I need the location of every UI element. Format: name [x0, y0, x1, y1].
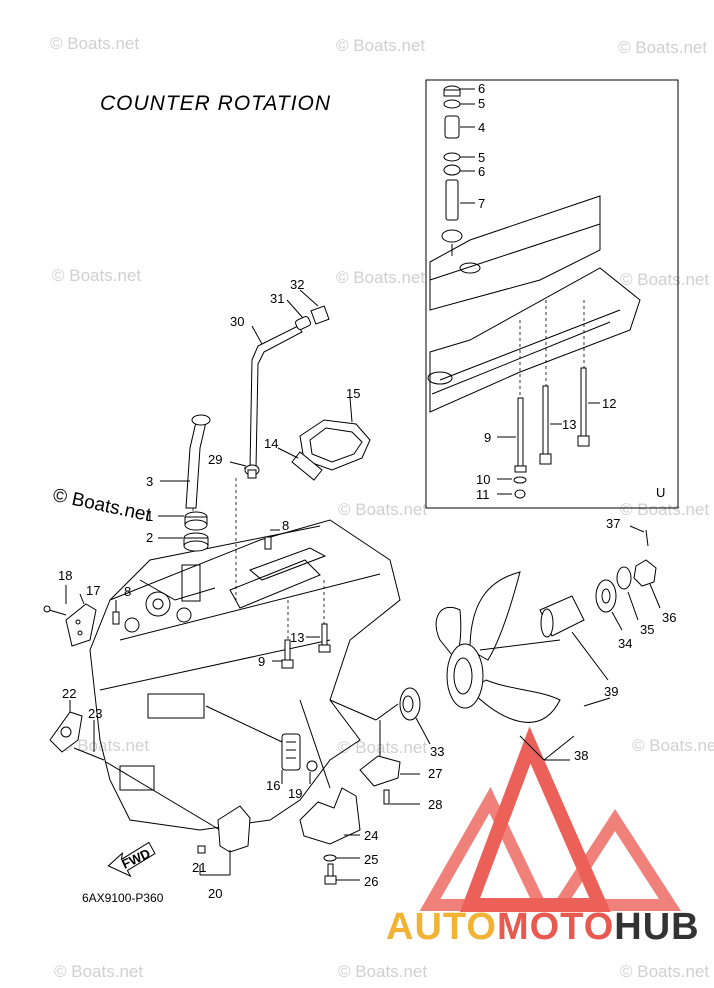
callout-35: 35: [640, 622, 654, 637]
callout-13: 13: [562, 417, 576, 432]
callout-24: 24: [364, 828, 378, 843]
brand-part-hub: HUB: [614, 906, 700, 948]
callout-2: 2: [146, 530, 153, 545]
watermark: © Boats.net: [52, 266, 142, 285]
callout-29: 29: [208, 452, 222, 467]
inset-cap-part: [441, 85, 463, 256]
propeller-part: [435, 571, 561, 723]
spacer-part: [539, 529, 657, 638]
anode-block-part: [281, 733, 318, 772]
callout-34: 34: [618, 636, 632, 651]
callout-3: 3: [146, 474, 153, 489]
callout-28: 28: [428, 797, 442, 812]
watermark: © Boats.net: [620, 500, 710, 519]
watermark: © Boats.net: [50, 34, 140, 53]
clamp-part: [244, 464, 260, 479]
brand-part-moto: MOTO: [496, 906, 615, 948]
gear-case: [89, 519, 401, 831]
callout-36: 36: [662, 610, 676, 625]
callout-12: 12: [602, 396, 616, 411]
callout-11: 11: [476, 487, 490, 502]
callout-9: 9: [258, 654, 265, 669]
inset-frame: [425, 79, 679, 509]
callout-25: 25: [364, 852, 378, 867]
page-title: COUNTER ROTATION: [100, 92, 332, 115]
bolt-part: [281, 580, 331, 669]
brand-part-auto: AUTO: [386, 906, 497, 948]
callout-17: 17: [86, 583, 100, 598]
anode-part: [43, 603, 97, 647]
watermark: © Boats.net: [60, 736, 150, 755]
callout-20: 20: [208, 886, 222, 901]
watermark: © Boats.net: [618, 38, 708, 57]
callout-6: 6: [478, 164, 485, 179]
callout-38: 38: [574, 748, 588, 763]
callout-30: 30: [230, 314, 244, 329]
callout-31: 31: [270, 291, 284, 306]
watermark: © Boats.net: [336, 36, 426, 55]
inset-upper-casing: [427, 195, 641, 413]
callout-15: 15: [346, 386, 360, 401]
callout-18: 18: [58, 568, 72, 583]
thrust-washer-part: [399, 687, 421, 721]
watermark: © Boats.net: [338, 738, 428, 757]
grommet-part: [183, 511, 209, 552]
watermark: © Boats.net: [620, 962, 710, 981]
callout-14: 14: [264, 436, 278, 451]
callout-32: 32: [290, 277, 304, 292]
diagram-code: 6AX9100-P360: [82, 891, 164, 905]
plate-part: [291, 451, 323, 481]
callout-39: 39: [604, 684, 618, 699]
watermark: © Boats.net: [338, 500, 428, 519]
water-tube-part: [185, 414, 211, 509]
inset-bolts: [513, 300, 590, 499]
brand-wordmark: AUTOMOTOHUB: [386, 906, 700, 949]
plate-27-part: [359, 755, 401, 805]
callout-6: 6: [478, 81, 485, 96]
callout-8: 8: [282, 518, 289, 533]
callout-33: 33: [430, 744, 444, 759]
callout-5: 5: [478, 96, 485, 111]
callout-9: 9: [484, 430, 491, 445]
callout-5: 5: [478, 150, 485, 165]
watermark: © Boats.net: [54, 962, 144, 981]
skeg-cover-part: [299, 787, 361, 845]
joint-part: [295, 305, 330, 331]
gasket-part: [299, 419, 371, 471]
callout-7: 7: [478, 196, 485, 211]
brand-logo-icon: [419, 726, 682, 912]
callout-16: 16: [266, 778, 280, 793]
callout-19: 19: [288, 786, 302, 801]
callout-13: 13: [290, 630, 304, 645]
callout-4: 4: [478, 120, 485, 135]
callout-21: 21: [192, 860, 206, 875]
callout-1: 1: [146, 509, 153, 524]
watermark: © Boats.net: [336, 268, 426, 287]
callout-26: 26: [364, 874, 378, 889]
fwd-arrow-icon: FWD: [107, 841, 156, 878]
callout-23: 23: [88, 706, 102, 721]
trim-tab-part: [49, 711, 105, 761]
callout-27: 27: [428, 766, 442, 781]
cover-part: [197, 805, 251, 854]
inset-marker: U: [656, 485, 665, 500]
callout-37: 37: [606, 516, 620, 531]
washer-bolt-part: [323, 854, 337, 885]
callout-8: 8: [124, 584, 131, 599]
watermark: © Boats.net: [632, 736, 714, 755]
watermark: © Boats.net: [620, 270, 710, 289]
fwd-label: FWD: [119, 846, 152, 872]
callout-22: 22: [62, 686, 76, 701]
callout-10: 10: [476, 472, 490, 487]
watermark: © Boats.net: [338, 962, 428, 981]
